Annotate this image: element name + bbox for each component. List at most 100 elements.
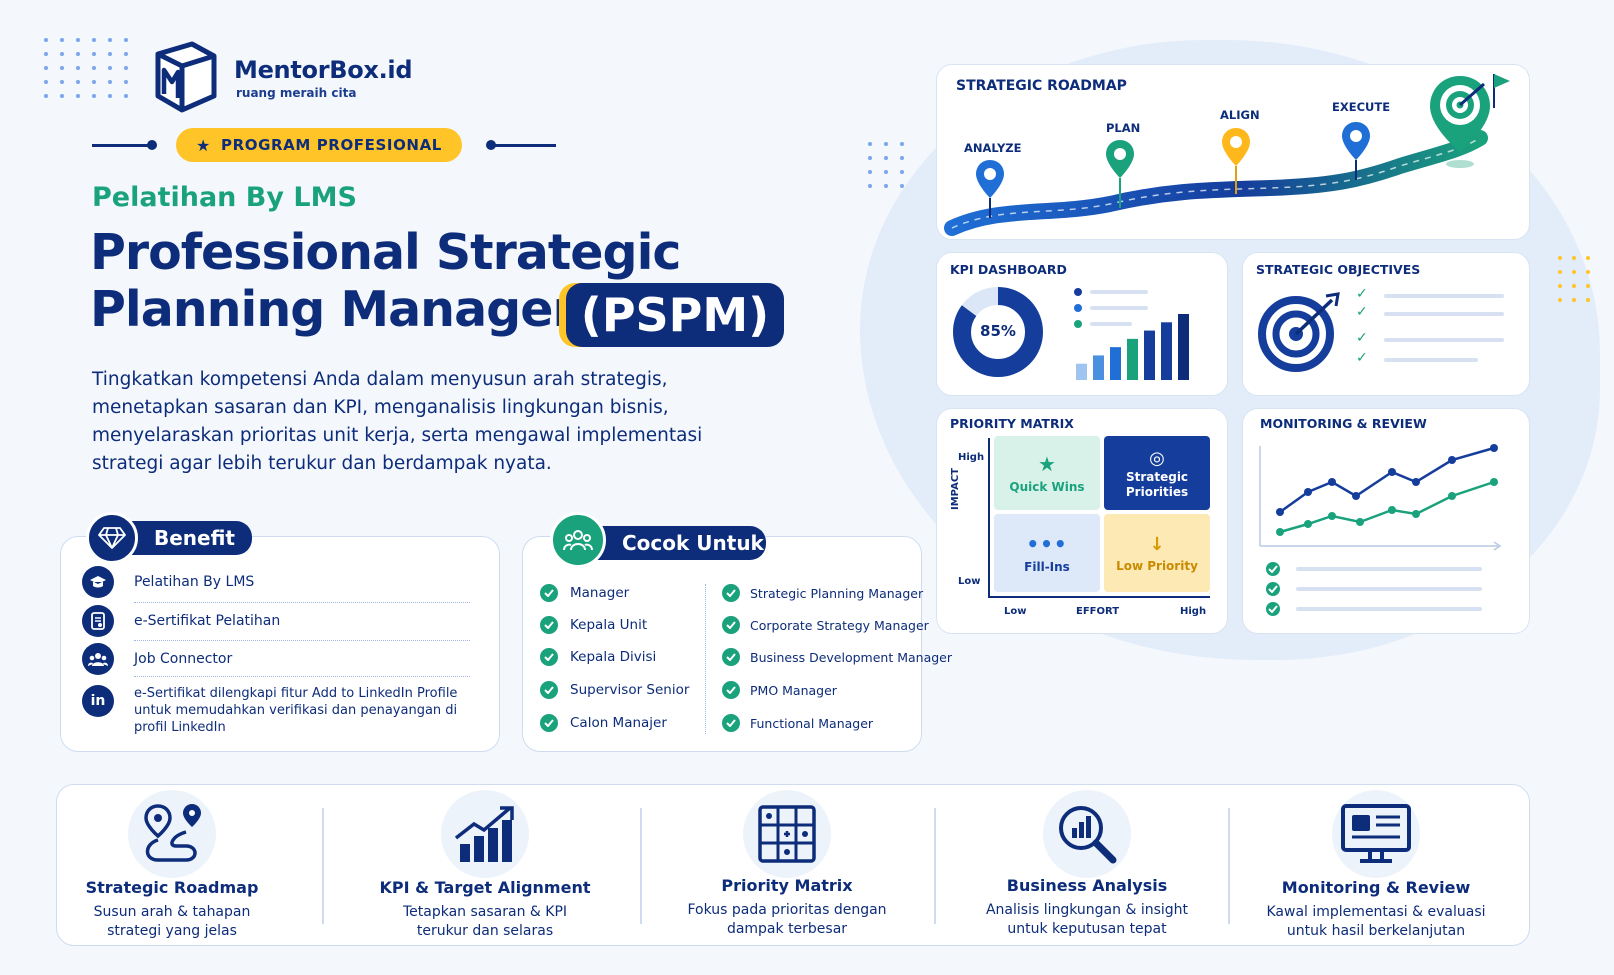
- check-icon: ✓: [1356, 330, 1368, 346]
- linkedin-icon: in: [82, 685, 114, 717]
- divider-dot: [147, 140, 157, 150]
- objective-line: [1384, 358, 1478, 362]
- check-icon: ✓: [1356, 304, 1368, 320]
- check-icon: [722, 681, 740, 699]
- cocok-item: PMO Manager: [750, 683, 837, 698]
- check-icon: ✓: [1356, 286, 1368, 302]
- cocok-item: Corporate Strategy Manager: [750, 618, 929, 633]
- quadrant-label: Priorities: [1125, 484, 1189, 499]
- cocok-untuk-card: [522, 536, 922, 752]
- certificate-icon: [82, 605, 114, 637]
- divider: [1228, 808, 1230, 924]
- legend-dot: [1074, 304, 1082, 312]
- panel-title: MONITORING & REVIEW: [1260, 416, 1427, 431]
- x-axis-line: [988, 596, 1210, 598]
- strategic-objectives-panel: [1242, 252, 1530, 396]
- check-icon: [540, 681, 558, 699]
- cocok-item: Manager: [570, 585, 630, 601]
- star-icon: ★: [1038, 452, 1056, 476]
- check-icon: [722, 714, 740, 732]
- roadmap-road: [944, 130, 1488, 236]
- benefit-title: Benefit: [154, 526, 235, 550]
- target-icon: ◎: [1149, 447, 1165, 469]
- quadrant-fill-ins: ••• Fill-Ins: [994, 514, 1100, 592]
- benefit-item: e-Sertifikat dilengkapi fitur Add to Lin…: [134, 686, 458, 735]
- goal-target-icon: [1430, 74, 1510, 168]
- cocok-item: Supervisor Senior: [570, 682, 690, 698]
- graduation-cap-icon: [82, 566, 114, 598]
- divider-dot: [486, 140, 496, 150]
- monitoring-review-panel: [1242, 408, 1530, 634]
- kpi-bar: [1076, 363, 1087, 380]
- decor-dots: [1558, 256, 1590, 302]
- divider: [134, 640, 470, 641]
- cocok-item: Functional Manager: [750, 716, 874, 731]
- diamond-icon: [86, 512, 138, 564]
- quadrant-low-priority: ↓ Low Priority: [1104, 514, 1210, 592]
- people-icon: [82, 643, 114, 675]
- page-title-line1: Professional Strategic: [90, 224, 681, 281]
- benefit-header: Benefit: [108, 521, 252, 555]
- quadrant-label: Quick Wins: [1009, 480, 1085, 494]
- brand-name: MentorBox.id: [234, 56, 413, 84]
- kpi-bar-chart: [1076, 314, 1189, 380]
- kpi-bar: [1110, 347, 1121, 380]
- decor-dots: [44, 38, 128, 98]
- x-label-high: High: [1180, 606, 1207, 617]
- subtitle: Pelatihan By LMS: [92, 182, 357, 213]
- panel-title: STRATEGIC OBJECTIVES: [1256, 262, 1421, 277]
- panel-title: STRATEGIC ROADMAP: [956, 78, 1127, 94]
- kpi-bar: [1161, 322, 1172, 380]
- kpi-bar: [1093, 355, 1104, 380]
- legend-dot: [1074, 288, 1082, 296]
- monitoring-line-chart: [1259, 444, 1502, 551]
- title-abbreviation: (PSPM): [566, 283, 784, 347]
- axis-label-high: High: [958, 452, 985, 463]
- feature-title: KPI & Target Alignment: [379, 878, 591, 897]
- quadrant-strategic-priorities: ◎ Strategic Priorities: [1104, 436, 1210, 510]
- divider: [640, 808, 642, 924]
- brand-tagline: ruang meraih cita: [236, 86, 357, 100]
- legend-line: [1090, 306, 1148, 310]
- target-icon: [1258, 292, 1340, 372]
- kpi-bar: [1178, 314, 1189, 380]
- kpi-bar: [1144, 330, 1155, 380]
- y-axis-title: IMPACT: [950, 468, 961, 510]
- divider: [134, 602, 470, 603]
- mentorbox-logo-icon: [152, 40, 218, 116]
- checklist-line: [1296, 587, 1482, 591]
- description: Tingkatkan kompetensi Anda dalam menyusu…: [92, 369, 703, 474]
- cocok-item: Kepala Unit: [570, 617, 648, 633]
- cocok-item: Kepala Divisi: [570, 649, 657, 665]
- check-icon: [540, 584, 558, 602]
- check-icon: ✓: [1356, 350, 1368, 366]
- objective-line: [1384, 338, 1504, 342]
- objective-line: [1384, 294, 1504, 298]
- benefit-item: e-Sertifikat Pelatihan: [134, 613, 281, 629]
- cocok-item: Calon Manajer: [570, 715, 667, 731]
- quadrant-quick-wins: ★ Quick Wins: [994, 436, 1100, 510]
- roadmap-step-analyze: ANALYZE: [964, 141, 1022, 155]
- quadrant-label: Strategic: [1125, 469, 1189, 484]
- feature-title: Monitoring & Review: [1281, 878, 1471, 897]
- feature-monitoring-review: Monitoring & Review Kawal implementasi &…: [1256, 784, 1496, 946]
- growth-chart-icon: [441, 790, 529, 878]
- divider: [134, 676, 470, 677]
- benefit-item: Job Connector: [134, 651, 233, 667]
- more-dots-icon: •••: [1026, 532, 1068, 556]
- divider: [322, 808, 324, 924]
- cocok-item: Strategic Planning Manager: [750, 586, 924, 601]
- arrow-down-icon: ↓: [1149, 533, 1165, 555]
- check-icon: [1266, 582, 1280, 596]
- panel-title: KPI DASHBOARD: [950, 262, 1067, 277]
- roadmap-pins-icon: [128, 790, 216, 878]
- cocok-untuk-header: Cocok Untuk: [572, 526, 766, 560]
- group-icon: [550, 512, 606, 568]
- page-title-line2: Planning Manager: [90, 281, 577, 338]
- feature-title: Strategic Roadmap: [85, 878, 259, 897]
- check-icon: [1266, 562, 1280, 576]
